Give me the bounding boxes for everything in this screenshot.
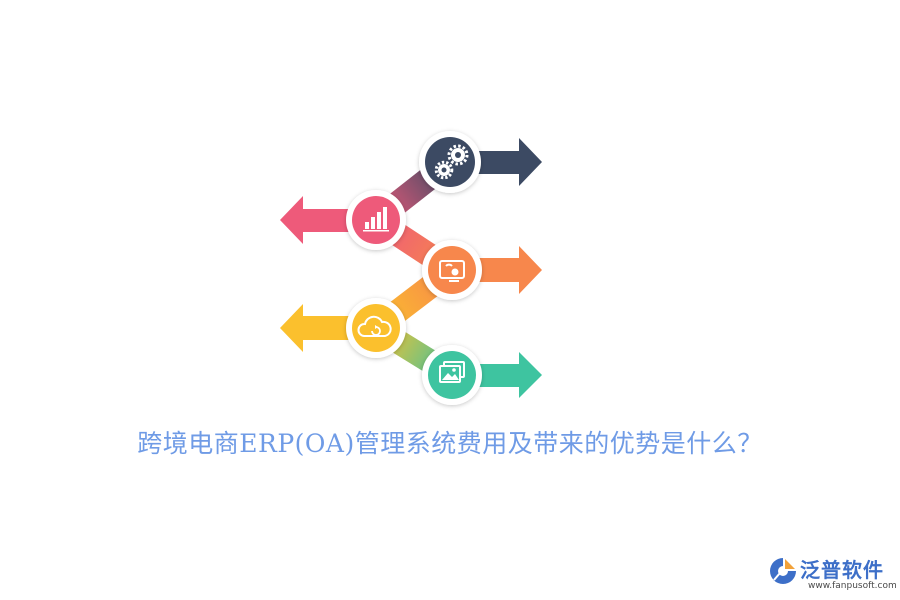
cloud-sync-icon <box>357 315 392 337</box>
image-gallery-icon <box>439 361 465 383</box>
page-title: 跨境电商ERP(OA)管理系统费用及带来的优势是什么？ <box>137 429 763 458</box>
brand-logo-block[interactable]: 泛普软件 www.fanpusoft.com <box>756 550 897 596</box>
step-3-node <box>422 240 482 300</box>
step-5-node <box>422 345 482 405</box>
fanpu-logo-icon <box>770 558 796 584</box>
arrow-step-4 <box>280 304 352 352</box>
screen-touch-icon <box>439 260 465 282</box>
step-2-node <box>346 190 406 250</box>
step-4-node <box>346 298 406 358</box>
arrow-step-5 <box>470 352 542 398</box>
arrow-step-1 <box>470 138 542 186</box>
bar-chart-icon <box>363 207 389 232</box>
gears-icon <box>434 144 469 180</box>
arrow-step-3 <box>470 246 542 294</box>
process-diagram <box>280 131 542 405</box>
step-1-node <box>419 131 481 193</box>
brand-url: www.fanpusoft.com <box>808 581 897 591</box>
brand-name: 泛普软件 <box>800 558 884 582</box>
arrow-step-2 <box>280 196 352 244</box>
